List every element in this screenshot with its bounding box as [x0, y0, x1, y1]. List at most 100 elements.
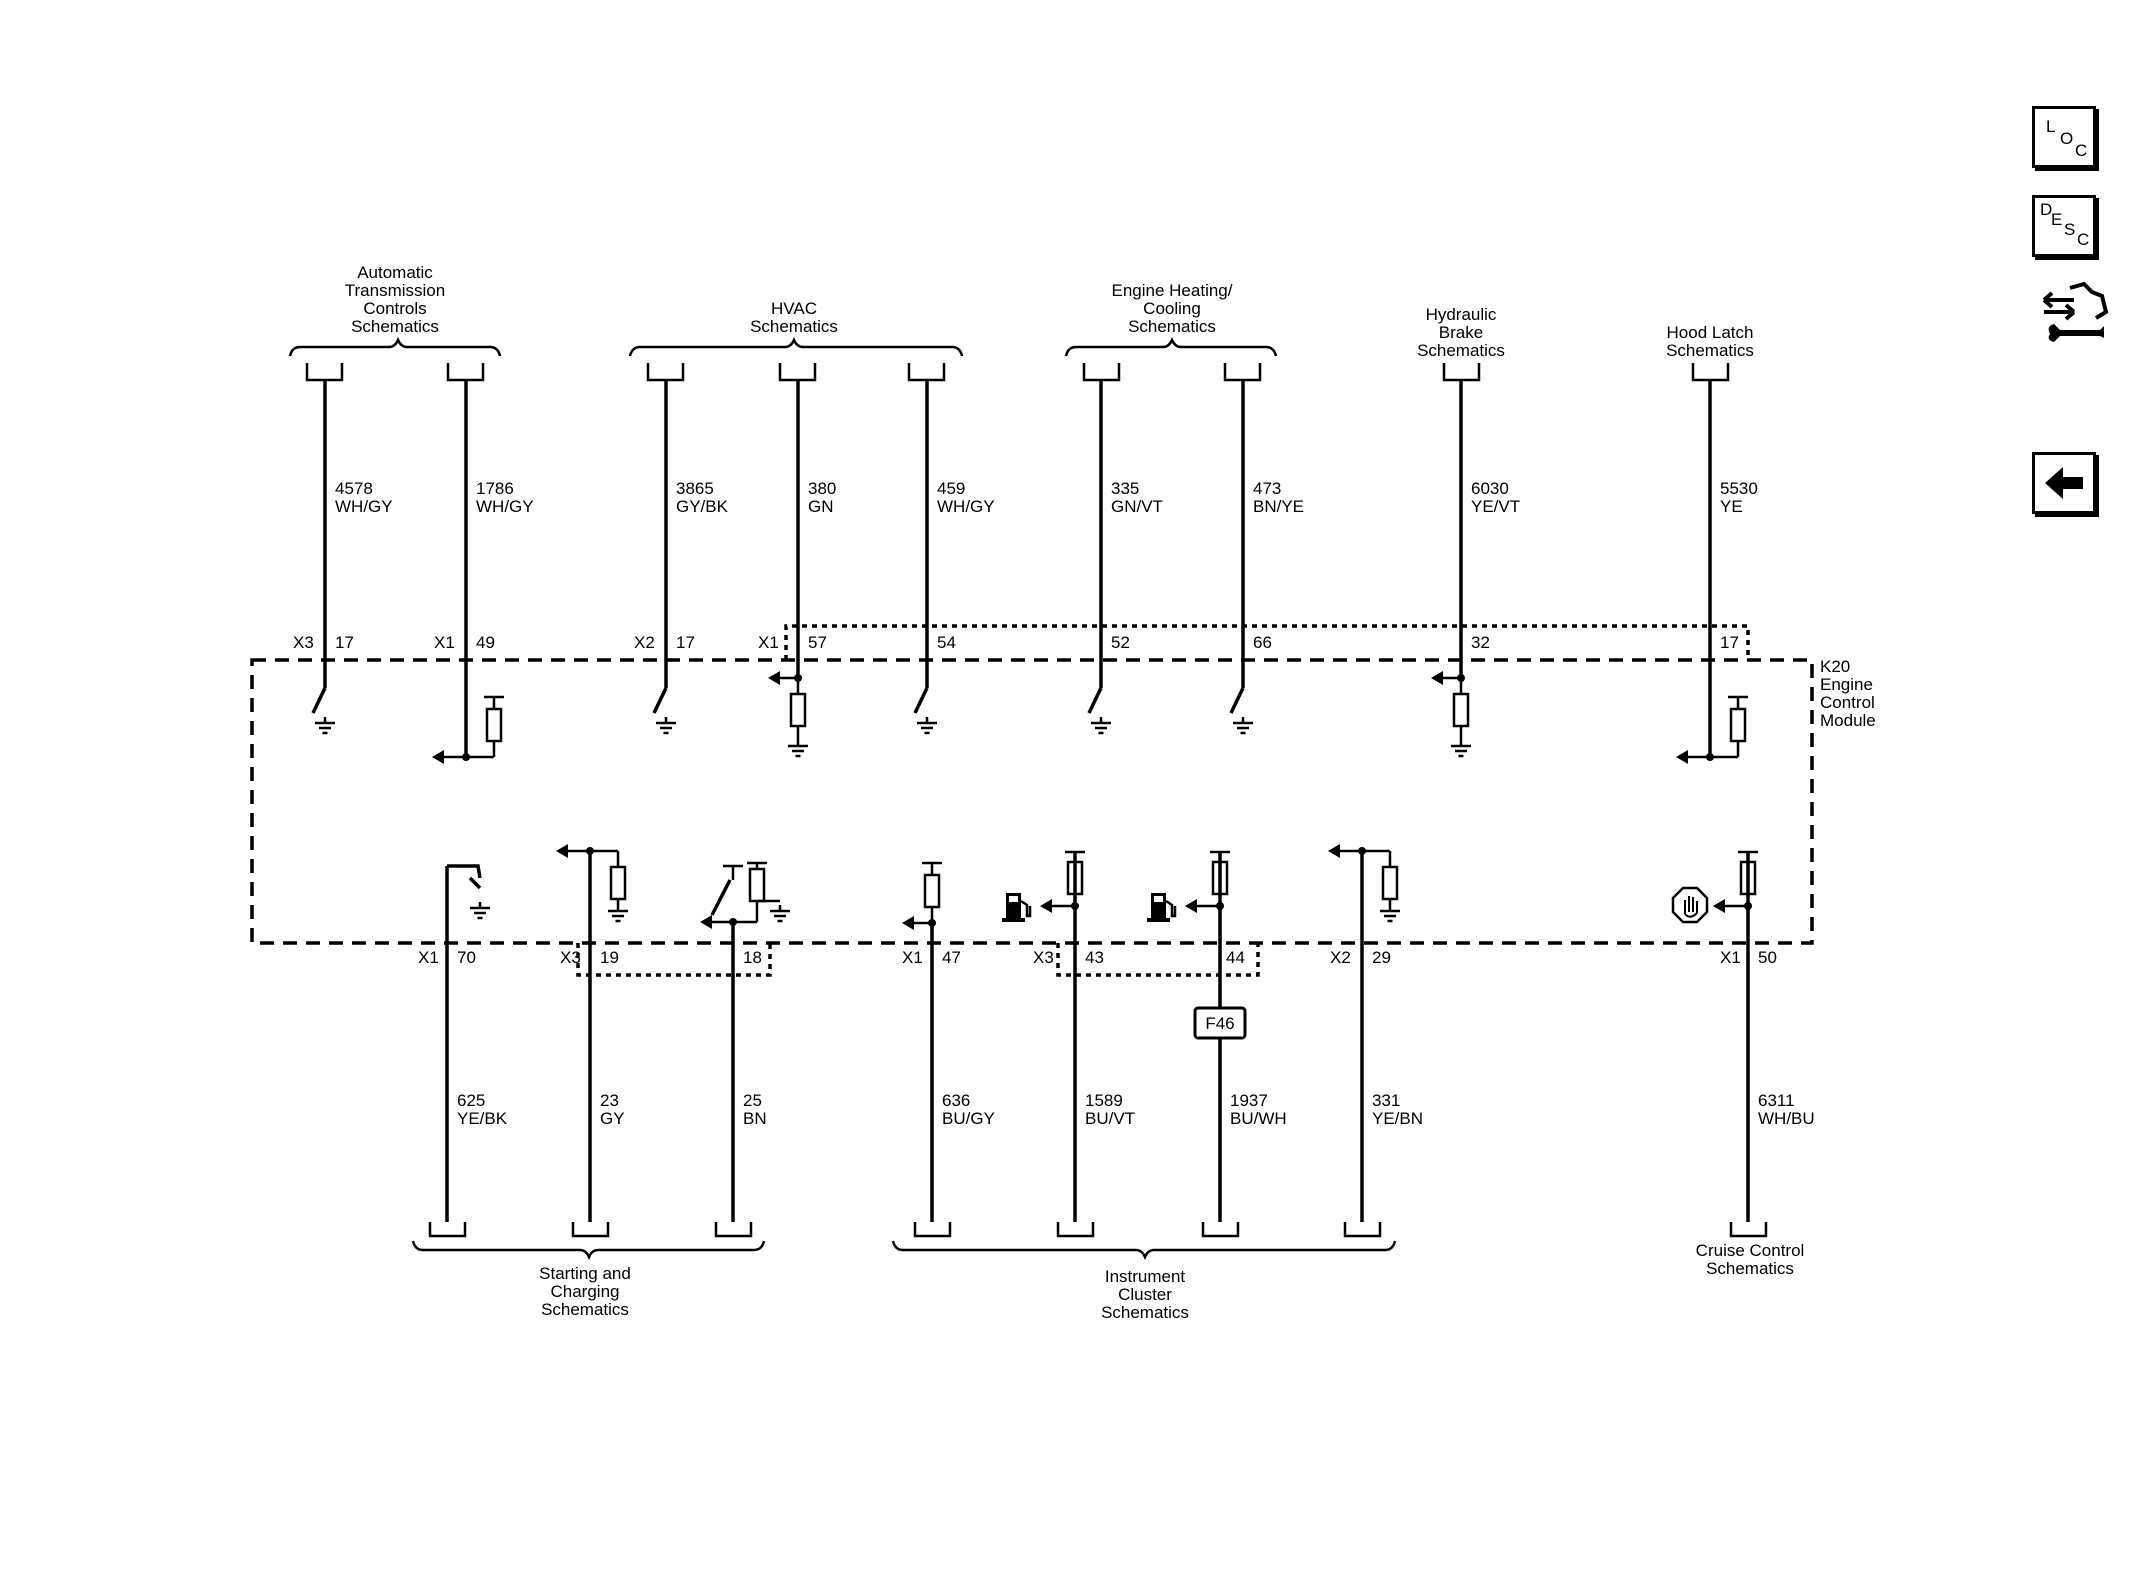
- top-wire-380: 380 GN X1 57: [758, 380, 836, 758]
- circuit-number: 4578: [335, 479, 373, 498]
- label-line: Brake: [1439, 323, 1483, 342]
- label-line: Schematics: [750, 317, 838, 336]
- top-wire-1786: 1786 WH/GY X1 49: [432, 380, 534, 764]
- pin-number: 49: [476, 633, 495, 652]
- bottom-group-label-starting: Starting and Charging Schematics: [539, 1264, 631, 1319]
- bottom-connector-cruise: [1729, 1222, 1768, 1238]
- bottom-wire-625: 625 YE/BK X1 70: [418, 864, 508, 1222]
- loc-button[interactable]: L O C: [2032, 106, 2096, 168]
- loc-letter: O: [2060, 129, 2074, 148]
- back-arrow-icon: [2045, 467, 2083, 499]
- label-line: Cruise Control: [1696, 1241, 1805, 1260]
- label-line: Schematics: [1417, 341, 1505, 360]
- label-line: Schematics: [351, 317, 439, 336]
- top-wire-459: 459 WH/GY 54: [913, 380, 995, 735]
- label-line: Schematics: [541, 1300, 629, 1319]
- pin-number: 43: [1085, 948, 1104, 967]
- circuit-number: 1937: [1230, 1091, 1268, 1110]
- circuit-color: WH/BU: [1758, 1109, 1815, 1128]
- top-wire-5530: 5530 YE 17: [1676, 380, 1758, 764]
- circuit-color: YE/VT: [1471, 497, 1520, 516]
- fuse-f46: F46: [1193, 1006, 1247, 1040]
- shared-dotted-bottom-right: [1056, 943, 1260, 977]
- circuit-number: 335: [1111, 479, 1139, 498]
- top-connector-hood: [1691, 363, 1730, 382]
- connector-id: X1: [1720, 948, 1741, 967]
- top-group-label-brake: Hydraulic Brake Schematics: [1417, 305, 1505, 360]
- label-line: Starting and: [539, 1264, 631, 1283]
- circuit-color: YE: [1720, 497, 1743, 516]
- fuel-pump-icon: [1000, 891, 1032, 924]
- top-group-label-hvac: HVAC Schematics: [750, 299, 838, 336]
- label-line: Automatic: [357, 263, 433, 282]
- pin-number: 70: [457, 948, 476, 967]
- bottom-brace-instrument: [891, 1222, 1397, 1261]
- label-line: Hood Latch: [1667, 323, 1754, 342]
- label-line: Engine Heating/: [1112, 281, 1233, 300]
- circuit-number: 1589: [1085, 1091, 1123, 1110]
- label-line: Schematics: [1706, 1259, 1794, 1278]
- module-label-line: K20: [1820, 657, 1850, 676]
- bottom-wire-1937: F46 1937 BU/WH 44: [1145, 850, 1287, 1222]
- label-line: HVAC: [771, 299, 817, 318]
- module-label: K20 Engine Control Module: [1820, 657, 1876, 730]
- connector-id: X3: [560, 948, 581, 967]
- connector-repair-icon[interactable]: [2040, 278, 2112, 350]
- circuit-color: WH/GY: [335, 497, 393, 516]
- circuit-color: YE/BN: [1372, 1109, 1423, 1128]
- label-line: Hydraulic: [1426, 305, 1497, 324]
- top-wire-3865: 3865 GY/BK X2 17: [634, 380, 729, 735]
- connector-id: X1: [902, 948, 923, 967]
- fuse-label: F46: [1205, 1014, 1234, 1033]
- circuit-color: BN/YE: [1253, 497, 1304, 516]
- label-line: Charging: [551, 1282, 620, 1301]
- label-line: Schematics: [1128, 317, 1216, 336]
- pin-number: 66: [1253, 633, 1272, 652]
- bottom-wire-25: 25 BN 18: [700, 861, 792, 1222]
- circuit-color: GY: [600, 1109, 625, 1128]
- pin-number: 32: [1471, 633, 1490, 652]
- connector-id: X3: [293, 633, 314, 652]
- bottom-brace-starting: [411, 1222, 766, 1261]
- module-boundary: [250, 658, 1814, 945]
- label-line: Cluster: [1118, 1285, 1172, 1304]
- bottom-group-label-cruise: Cruise Control Schematics: [1696, 1241, 1805, 1278]
- bottom-wire-1589: 1589 BU/VT X3 43: [1000, 850, 1135, 1222]
- top-group-label-transmission: Automatic Transmission Controls Schemati…: [345, 263, 445, 336]
- top-wire-335: 335 GN/VT 52: [1087, 380, 1163, 735]
- back-button[interactable]: [2032, 452, 2096, 514]
- circuit-color: BU/VT: [1085, 1109, 1135, 1128]
- circuit-color: WH/GY: [937, 497, 995, 516]
- bottom-wire-6311: 6311 WH/BU X1 50: [1671, 850, 1815, 1222]
- loc-letter: C: [2075, 141, 2088, 160]
- circuit-number: 1786: [476, 479, 514, 498]
- connector-id: X1: [434, 633, 455, 652]
- pin-number: 47: [942, 948, 961, 967]
- circuit-number: 3865: [676, 479, 714, 498]
- circuit-number: 5530: [1720, 479, 1758, 498]
- circuit-number: 23: [600, 1091, 619, 1110]
- top-brace-engine-heating: [1064, 336, 1278, 382]
- shared-dotted-bottom-left: [576, 943, 772, 977]
- fuel-pump-icon: [1145, 891, 1177, 924]
- module-label-line: Engine: [1820, 675, 1873, 694]
- pin-number: 52: [1111, 633, 1130, 652]
- circuit-color: GN/VT: [1111, 497, 1163, 516]
- pin-number: 17: [676, 633, 695, 652]
- desc-button[interactable]: D E S C: [2032, 195, 2096, 257]
- top-brace-hvac: [628, 336, 964, 382]
- top-group-label-engine-heating: Engine Heating/ Cooling Schematics: [1112, 281, 1233, 336]
- pin-number: 19: [600, 948, 619, 967]
- circuit-color: BN: [743, 1109, 767, 1128]
- connector-id: X1: [418, 948, 439, 967]
- label-line: Instrument: [1105, 1267, 1186, 1286]
- circuit-number: 331: [1372, 1091, 1400, 1110]
- circuit-color: BU/GY: [942, 1109, 995, 1128]
- circuit-number: 625: [457, 1091, 485, 1110]
- circuit-number: 6311: [1758, 1091, 1795, 1110]
- top-wire-6030: 6030 YE/VT 32: [1431, 380, 1520, 758]
- module-label-line: Module: [1820, 711, 1876, 730]
- circuit-number: 25: [743, 1091, 762, 1110]
- shared-ground-dotted-top: [784, 624, 1750, 660]
